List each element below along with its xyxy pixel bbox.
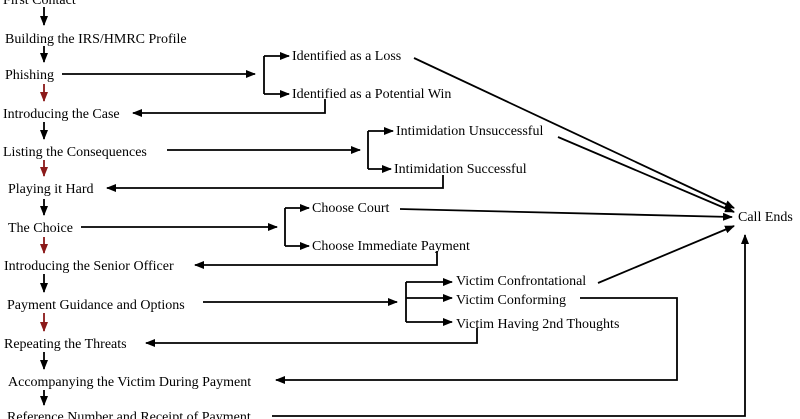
stage-introducing-case: Introducing the Case [3, 107, 120, 122]
stage-payment-guidance: Payment Guidance and Options [7, 298, 185, 313]
call-ends-label: Call Ends [738, 210, 793, 225]
outcome-identified-loss: Identified as a Loss [292, 49, 401, 64]
stage-playing-hard: Playing it Hard [8, 182, 94, 197]
stage-building-profile: Building the IRS/HMRC Profile [5, 32, 187, 47]
connector-second-thoughts-to-threats [145, 328, 478, 347]
outcome-choose-court: Choose Court [312, 201, 390, 216]
connector-win-to-case [132, 99, 326, 117]
outcome-victim-conforming: Victim Conforming [456, 293, 566, 308]
outcome-identified-win: Identified as a Potential Win [292, 87, 451, 102]
outcome-intimidation-unsuccessful: Intimidation Unsuccessful [396, 124, 543, 139]
connector-court-to-end [399, 208, 733, 221]
stage-phishing: Phishing [5, 68, 54, 83]
connector-successful-to-hard [106, 175, 444, 192]
outcome-victim-second-thoughts: Victim Having 2nd Thoughts [456, 317, 619, 332]
stage-reference-receipt: Reference Number and Receipt of Payment [7, 410, 251, 419]
stage-listing-consequences: Listing the Consequences [3, 145, 147, 160]
stage-first-contact: First Contact [3, 0, 76, 8]
outcome-victim-confrontational: Victim Confrontational [456, 274, 586, 289]
connector-immediate-to-officer [194, 251, 438, 269]
connector-confrontational-to-end [597, 225, 735, 284]
stage-senior-officer: Introducing the Senior Officer [4, 259, 174, 274]
connector-conforming-to-accompany [275, 297, 678, 384]
outcome-intimidation-successful: Intimidation Successful [394, 162, 527, 177]
stage-the-choice: The Choice [8, 221, 73, 236]
outcome-choose-immediate-payment: Choose Immediate Payment [312, 239, 470, 254]
stage-repeating-threats: Repeating the Threats [4, 337, 127, 352]
connector-lines [62, 52, 749, 417]
stage-accompanying-victim: Accompanying the Victim During Payment [8, 375, 251, 390]
connector-unsuccessful-to-end [557, 136, 735, 213]
connector-loss-to-end [413, 57, 735, 209]
connector-receipt-to-end [272, 234, 749, 417]
